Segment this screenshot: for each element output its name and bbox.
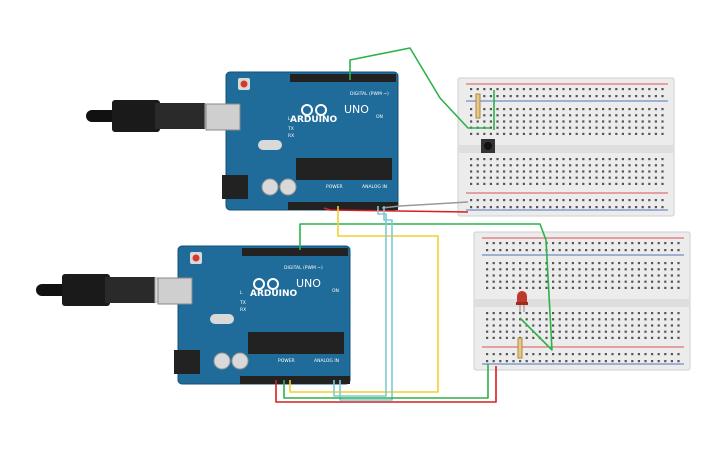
led-rx-label: RX: [240, 307, 246, 313]
led-l-label: L: [240, 290, 243, 296]
digital-label: DIGITAL (PWM ~): [284, 265, 323, 271]
analog-label: ANALOG IN: [314, 358, 339, 364]
digital-header: [242, 248, 348, 256]
on-label: ON: [332, 288, 339, 294]
power-label: POWER: [326, 184, 343, 190]
digital-label: DIGITAL (PWM ~): [350, 91, 389, 97]
capacitor-1: [213, 352, 231, 370]
led-tx-label: TX: [287, 126, 294, 132]
red-led[interactable]: [516, 291, 528, 312]
atmega-chip: [296, 158, 392, 180]
breadboard-bottom[interactable]: [473, 231, 691, 371]
power-analog-header: [240, 376, 350, 384]
crystal: [210, 314, 234, 324]
capacitor-1: [261, 178, 279, 196]
arduino-logo-text: ARDUINO: [250, 289, 298, 299]
capacitor-2: [279, 178, 297, 196]
crystal: [258, 140, 282, 150]
breadboard-top[interactable]: [457, 77, 675, 217]
arduino-infinity-logo: [301, 104, 327, 116]
on-label: ON: [376, 114, 383, 120]
power-analog-header: [288, 202, 398, 210]
led-rx-label: RX: [288, 133, 294, 139]
digital-header: [290, 74, 396, 82]
power-jack: [222, 175, 248, 199]
breadboard-holes: [470, 88, 664, 209]
arduino-infinity-logo: [253, 278, 279, 290]
breadboard-holes: [486, 242, 680, 363]
arduino-uno-bottom[interactable]: DIGITAL (PWM ~) ARDUINO UNO POWER ANALOG…: [157, 245, 351, 385]
analog-label: ANALOG IN: [362, 184, 387, 190]
power-label: POWER: [278, 358, 295, 364]
power-jack: [174, 350, 200, 374]
usb-port: [205, 103, 241, 131]
wire-gray-top[interactable]: [381, 201, 469, 209]
wire-green-bottom[interactable]: [283, 364, 489, 399]
led-l-label: L: [288, 116, 291, 122]
wire-green-top[interactable]: [349, 47, 490, 129]
resistor-bottom[interactable]: [517, 337, 523, 359]
wire-red-bottom[interactable]: [275, 366, 497, 403]
wire-lightblue-2[interactable]: [333, 206, 387, 397]
uno-label: UNO: [296, 277, 321, 290]
arduino-logo-text: ARDUINO: [290, 115, 338, 125]
usb-cable-top[interactable]: [86, 100, 241, 132]
usb-port: [157, 277, 193, 305]
arduino-uno-top[interactable]: DIGITAL (PWM ~) ARDUINO UNO POWER ANALOG…: [205, 71, 399, 211]
wire-green-mid[interactable]: [299, 223, 553, 351]
resistor-top[interactable]: [475, 93, 481, 119]
atmega-chip: [248, 332, 344, 354]
wire-yellow[interactable]: [289, 206, 439, 393]
capacitor-2: [231, 352, 249, 370]
led-tx-label: TX: [239, 300, 246, 306]
uno-label: UNO: [344, 103, 369, 116]
wire-red-top[interactable]: [323, 207, 469, 213]
